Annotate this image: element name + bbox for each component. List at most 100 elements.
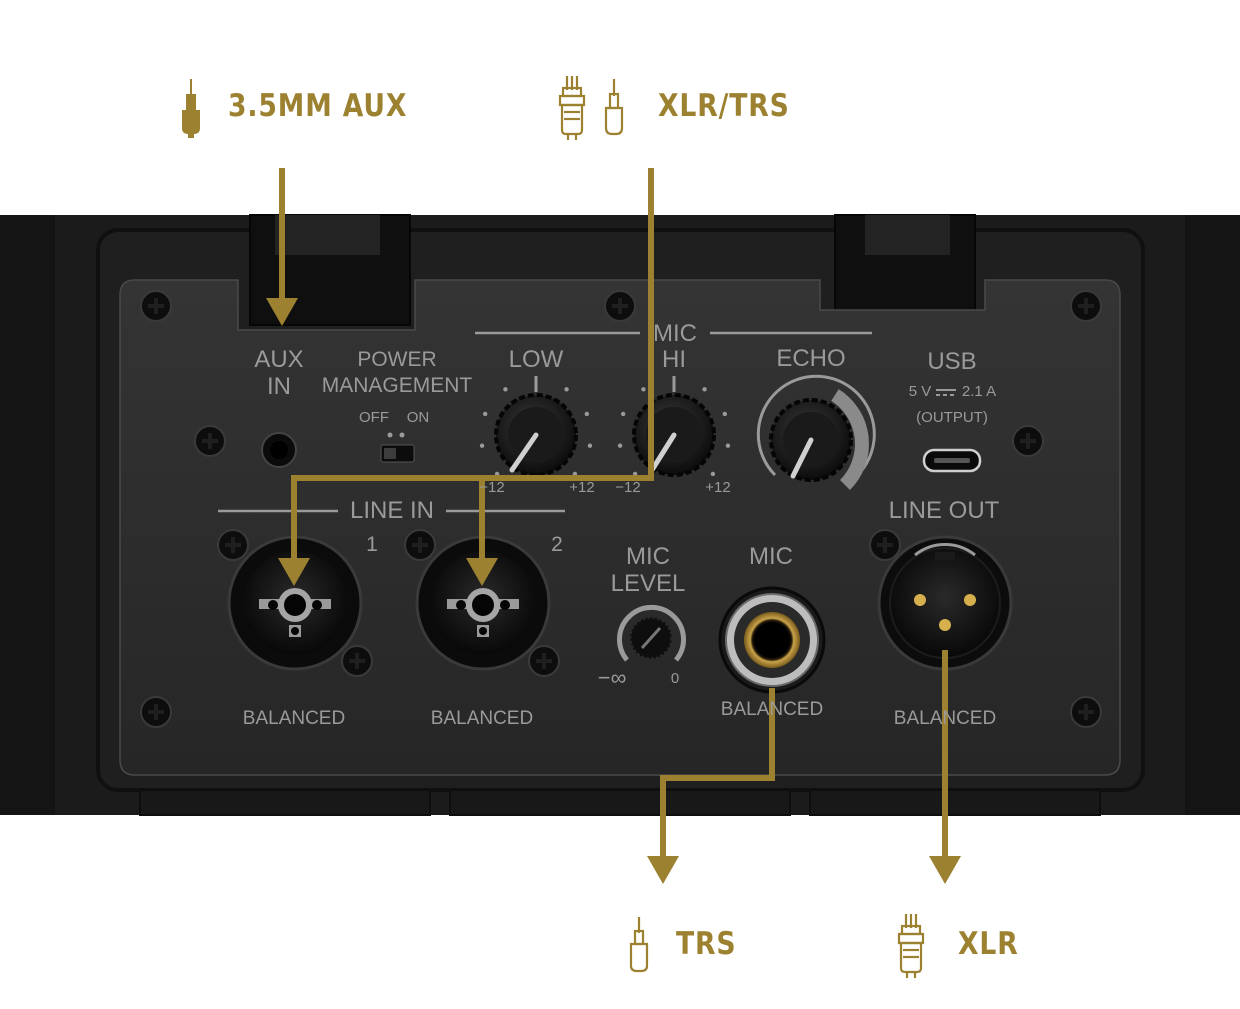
screw	[604, 290, 636, 322]
scale-dot	[503, 387, 508, 392]
scale-dot	[584, 411, 590, 417]
cabinet-ridges	[139, 789, 1101, 816]
screw	[1070, 290, 1102, 322]
line-out-xlr-jack	[877, 535, 1013, 671]
section-lines	[218, 331, 872, 513]
scale-dot	[620, 411, 626, 417]
mic-jack-balanced-label: BALANCED	[720, 699, 824, 720]
usb-c-port	[922, 448, 982, 473]
screw	[217, 529, 249, 561]
scale-dot	[617, 443, 623, 448]
line-in-1-combo-jack	[227, 535, 363, 671]
line-out-balanced-label: BALANCED	[893, 708, 997, 729]
xlr-plug-icon-top	[558, 76, 586, 140]
jack-pin	[479, 627, 487, 635]
line-in-2-combo-jack	[415, 535, 551, 671]
trs-arrowhead	[647, 856, 679, 884]
trs-plug-icon-bottom	[629, 917, 649, 973]
screw	[140, 290, 172, 322]
panel-screws	[140, 290, 1102, 728]
usb-spec-amps: 2.1 A	[961, 383, 997, 400]
connection-arrows	[279, 168, 948, 858]
jack-hole	[284, 594, 306, 616]
xlr-plug-icon-bottom	[897, 914, 925, 978]
connection-arrowheads	[266, 298, 961, 884]
jack-pin	[268, 600, 278, 610]
usb-output-note: (OUTPUT)	[916, 409, 988, 426]
power-on-label: ON	[406, 409, 430, 426]
mic-to-trs-arrow	[660, 688, 775, 858]
scale-dot	[725, 443, 731, 448]
mic-section-label: MIC	[653, 320, 697, 347]
line-in-1-balanced-label: BALANCED	[242, 708, 346, 729]
jack-pin	[500, 600, 510, 610]
knob-scale-dots	[479, 387, 731, 477]
scale-dot	[641, 387, 646, 392]
line-in-ch2-label: 2	[551, 533, 563, 556]
callout-xlr-label: XLR	[958, 926, 1019, 962]
mic-level-min-label: −∞	[597, 665, 627, 690]
scale-dot	[702, 387, 707, 392]
hi-label: HI	[662, 346, 686, 373]
power-management-label-line2: MANAGEMENT	[321, 374, 473, 397]
scale-dot	[710, 471, 716, 477]
hi-max-label: +12	[705, 479, 731, 496]
aux-in-jack	[261, 432, 297, 468]
power-off-label: OFF	[359, 409, 389, 426]
usb-dc-symbol	[936, 389, 956, 397]
scale-dot	[482, 411, 488, 417]
low-knob	[494, 393, 578, 477]
echo-knob	[756, 374, 876, 490]
low-max-label: +12	[569, 479, 595, 496]
handle-slots	[275, 215, 950, 255]
screw	[341, 645, 373, 677]
jack-hole	[472, 594, 494, 616]
aux-3-5mm-plug-icon	[182, 79, 200, 138]
aux-in-label-line2: IN	[267, 373, 291, 400]
usb-spec-volts: 5 V	[908, 383, 932, 400]
hi-min-label: −12	[615, 479, 641, 496]
mic-level-label-line2: LEVEL	[610, 570, 686, 597]
line-out-label: LINE OUT	[888, 497, 1000, 524]
scale-dot	[479, 443, 485, 448]
callout-xlr-trs-label: XLR/TRS	[658, 88, 790, 124]
line-in-2-arrowhead	[466, 558, 498, 586]
low-min-label: −12	[479, 479, 505, 496]
line-in-label: LINE IN	[349, 497, 435, 524]
mic-jack-label: MIC	[749, 543, 793, 570]
usb-label: USB	[927, 348, 977, 375]
aux-arrowhead	[266, 298, 298, 326]
mic-level-trim	[617, 605, 686, 662]
scale-dot	[494, 471, 500, 477]
screw	[194, 425, 226, 457]
line-in-2-balanced-label: BALANCED	[430, 708, 534, 729]
callout-trs-label: TRS	[676, 926, 737, 962]
mic-level-max-label: 0	[670, 670, 680, 687]
power-management-switch	[380, 432, 415, 463]
echo-label: ECHO	[776, 345, 846, 372]
jack-pin	[291, 627, 299, 635]
scale-dot	[632, 471, 638, 477]
jack-pin	[312, 600, 322, 610]
scale-dot	[722, 411, 728, 417]
screw	[1070, 696, 1102, 728]
low-label: LOW	[508, 346, 564, 373]
scale-dot	[564, 387, 569, 392]
screw	[528, 645, 560, 677]
mic-level-label-line1: MIC	[626, 543, 670, 570]
xlr-trs-arrow-to-line-in-1	[291, 168, 654, 558]
line-in-1-arrowhead	[278, 558, 310, 586]
scale-dot	[587, 443, 593, 448]
screw	[1012, 425, 1044, 457]
jack-pin	[456, 600, 466, 610]
aux-in-label-line1: AUX	[254, 346, 304, 373]
screw	[869, 529, 901, 561]
line-in-ch1-label: 1	[366, 533, 378, 556]
trs-plug-icon-top	[604, 79, 624, 136]
hi-knob	[632, 393, 716, 477]
screw	[404, 529, 436, 561]
callout-aux-label: 3.5MM AUX	[228, 88, 408, 124]
control-panel	[119, 279, 1121, 776]
